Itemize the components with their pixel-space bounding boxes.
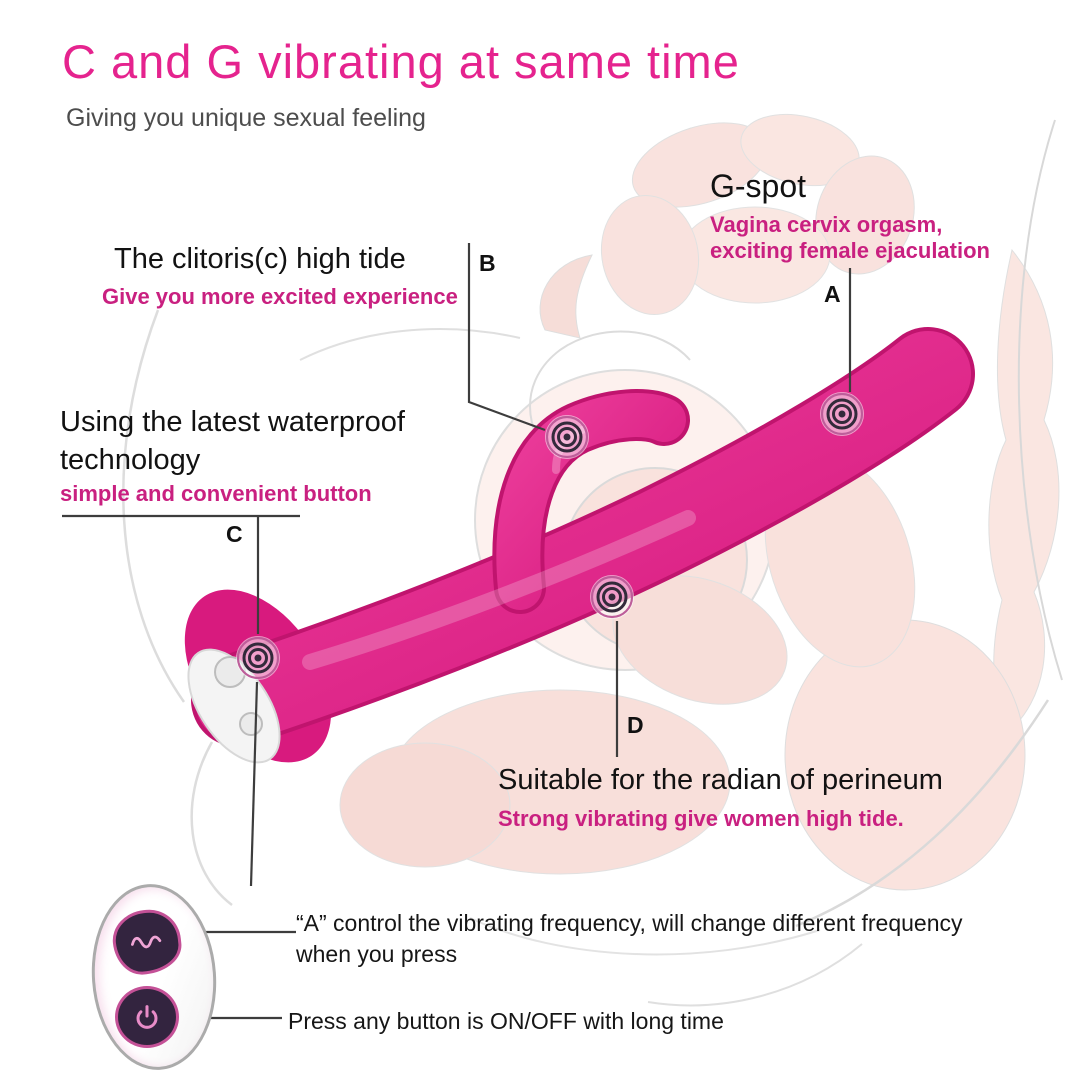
callout-waterproof-heading: Using the latest waterproof technology xyxy=(60,406,405,476)
callout-clitoris-detail: Give you more excited experience xyxy=(102,284,458,309)
callout-clitoris-heading: The clitoris(c) high tide xyxy=(114,243,406,275)
wave-icon xyxy=(131,935,162,949)
power-icon xyxy=(136,1005,158,1029)
callout-gspot-heading: G-spot xyxy=(710,168,807,204)
callout-line-c-to-buttons xyxy=(249,681,259,887)
callout-gspot-detail: Vagina cervix orgasm, exciting female ej… xyxy=(710,212,990,263)
vibration-target-icon-c xyxy=(234,634,282,682)
frequency-button xyxy=(109,906,185,978)
vibration-target-icon-b xyxy=(543,413,591,461)
callout-line-b xyxy=(467,290,546,432)
callout-gspot-label: A xyxy=(824,281,841,307)
vibration-target-icon-a xyxy=(818,390,866,438)
page-subtitle: Giving you unique sexual feeling xyxy=(66,104,426,132)
callout-clitoris-label: B xyxy=(479,250,496,276)
vibration-target-icon-d xyxy=(588,573,636,621)
callout-perineum-label: D xyxy=(627,712,644,738)
power-button xyxy=(115,986,179,1048)
callout-lines xyxy=(62,243,852,1020)
power-note: Press any button is ON/OFF with long tim… xyxy=(288,1008,724,1034)
frequency-note: “A” control the vibrating frequency, wil… xyxy=(296,910,963,968)
page-title: C and G vibrating at same time xyxy=(62,35,740,88)
callout-waterproof-detail: simple and convenient button xyxy=(60,481,372,506)
callout-perineum-heading: Suitable for the radian of perineum xyxy=(498,764,943,796)
callout-waterproof-label: C xyxy=(226,521,243,547)
shaft-highlight xyxy=(302,510,696,670)
callout-perineum-detail: Strong vibrating give women high tide. xyxy=(498,806,904,831)
